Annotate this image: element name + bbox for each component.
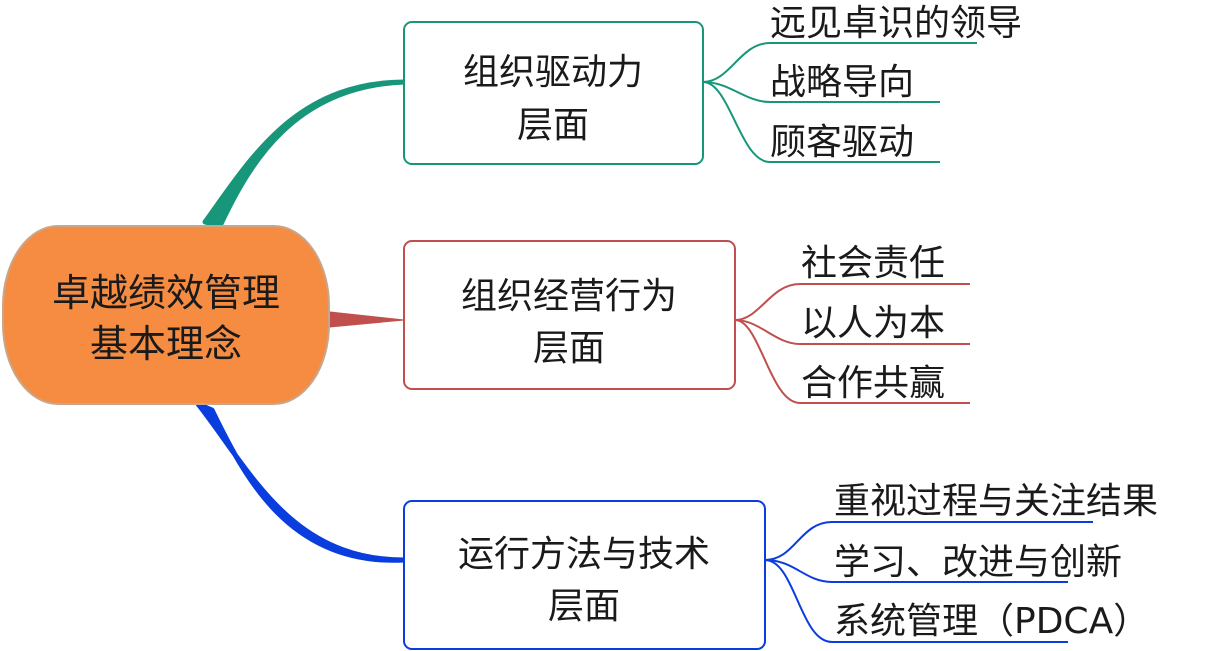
branch-1-leaf-connector-1 bbox=[702, 42, 977, 83]
center-title-line-1: 卓越绩效管理 bbox=[52, 271, 280, 315]
branch-1-leaf-3: 顾客驱动 bbox=[770, 122, 914, 163]
connector-center-branch-1 bbox=[202, 79, 408, 229]
branch-2-leaf-1: 社会责任 bbox=[801, 243, 945, 284]
branch-3-leaf-connector-2 bbox=[764, 559, 1068, 583]
branch-3-line-1: 运行方法与技术 bbox=[458, 534, 710, 575]
branch-3-leaf-connector-3 bbox=[764, 559, 1068, 643]
branch-3-leaf-3: 系统管理（PDCA） bbox=[834, 601, 1149, 642]
branch-2-leaf-connector-1 bbox=[734, 283, 970, 321]
branch-1-leaf-connector-2 bbox=[702, 81, 940, 103]
branch-2-leaf-connector-2 bbox=[734, 319, 970, 345]
branch-3-leaf-connector-1 bbox=[764, 521, 1093, 561]
branch-2-leaf-connector-3 bbox=[734, 319, 970, 404]
branch-node-2 bbox=[403, 240, 736, 390]
branch-2-line-1: 组织经营行为 bbox=[461, 276, 677, 317]
branch-node-1 bbox=[403, 21, 704, 165]
center-node bbox=[2, 225, 330, 405]
branch-3-leaf-2: 学习、改进与创新 bbox=[834, 542, 1122, 583]
branch-2-leaf-3: 合作共赢 bbox=[801, 363, 945, 404]
branch-2-leaf-2: 以人为本 bbox=[801, 303, 945, 344]
branch-node-3 bbox=[403, 500, 766, 650]
branch-3-line-2: 层面 bbox=[548, 586, 620, 627]
connector-center-branch-3 bbox=[195, 401, 407, 563]
branch-1-leaf-2: 战略导向 bbox=[770, 62, 914, 103]
branch-1-leaf-1: 远见卓识的领导 bbox=[770, 3, 1022, 44]
branch-2-line-2: 层面 bbox=[533, 328, 605, 369]
branch-1-leaf-connector-3 bbox=[702, 81, 940, 163]
connector-center-branch-2 bbox=[329, 311, 405, 328]
center-title-line-2: 基本理念 bbox=[90, 322, 242, 366]
branch-3-leaf-1: 重视过程与关注结果 bbox=[834, 481, 1158, 522]
branch-1-line-1: 组织驱动力 bbox=[463, 52, 643, 93]
branch-1-line-2: 层面 bbox=[517, 105, 589, 146]
